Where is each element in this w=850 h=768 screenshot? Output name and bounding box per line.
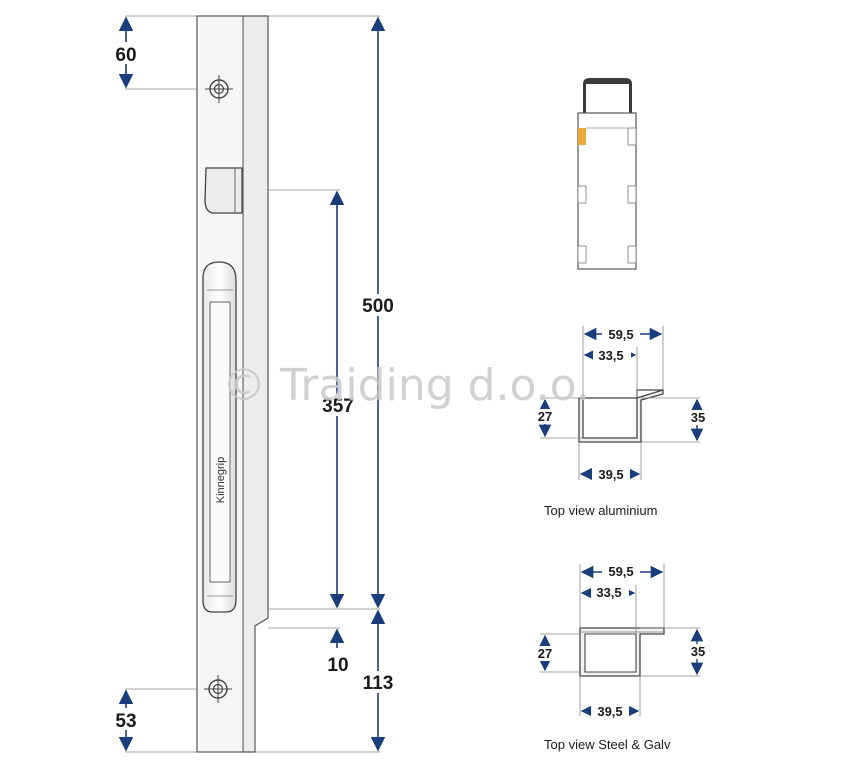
- alu-bottom-width: 39,5: [598, 467, 623, 482]
- steel-outer-width: 59,5: [608, 564, 633, 579]
- screw-hole-top: [205, 75, 233, 103]
- dim-lower-section: 113: [363, 673, 394, 694]
- dim-lower-gap: 10: [327, 655, 348, 676]
- steel-left-depth: 27: [538, 646, 552, 661]
- dim-top-offset: 60: [115, 45, 136, 66]
- aluminium-caption: Top view aluminium: [544, 503, 657, 518]
- alu-right-depth: 35: [691, 410, 705, 425]
- dim-handle-span: 357: [322, 396, 354, 417]
- alu-inner-width: 33,5: [598, 348, 623, 363]
- insert-marker: [578, 128, 586, 145]
- steel-extension-lines: [540, 564, 700, 716]
- latch-cutout: [204, 167, 243, 214]
- screw-hole-bottom: [204, 675, 232, 703]
- steel-bottom-width: 39,5: [597, 704, 622, 719]
- alu-outer-width: 59,5: [608, 327, 633, 342]
- steel-profile: [579, 627, 665, 677]
- steel-right-depth: 35: [691, 644, 705, 659]
- handle-brand-label: Kinnegrip: [215, 457, 227, 503]
- extension-lines: [125, 15, 380, 753]
- dim-total-height: 500: [362, 296, 394, 317]
- dim-bottom-offset: 53: [115, 711, 136, 732]
- steel-caption: Top view Steel & Galv: [544, 737, 671, 752]
- aluminium-extension-lines: [540, 326, 700, 480]
- watermark: © Traiding d.o.o.: [222, 360, 590, 411]
- steel-inner-width: 33,5: [596, 585, 621, 600]
- grip-recess: [202, 261, 237, 613]
- alu-left-depth: 27: [538, 409, 552, 424]
- side-view: [577, 78, 637, 270]
